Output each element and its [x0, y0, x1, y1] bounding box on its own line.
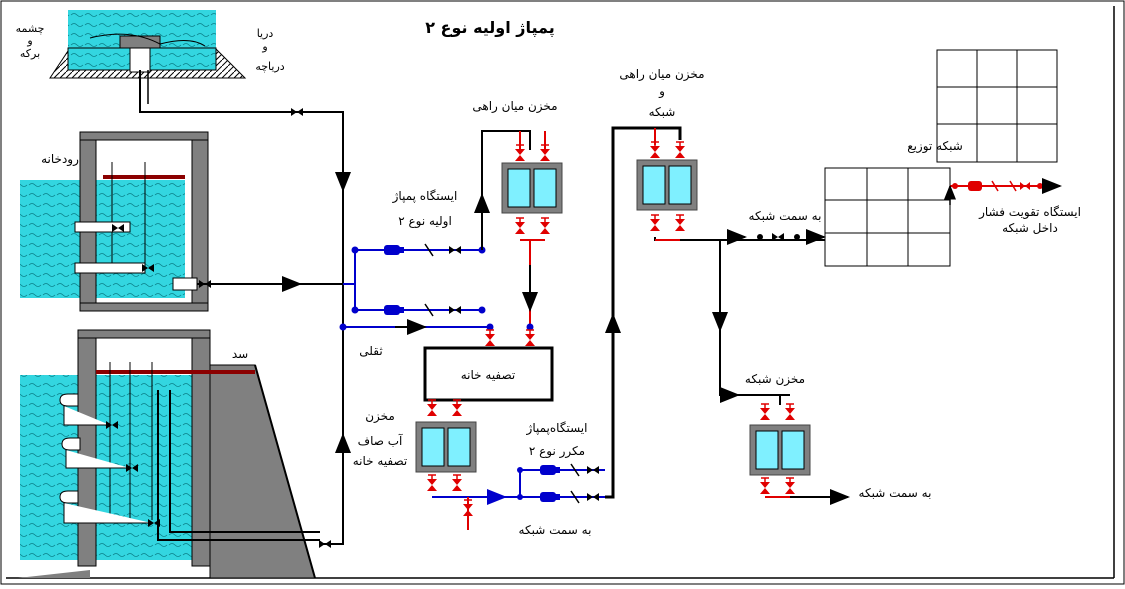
label-treatment-plant: تصفیه خانه: [461, 368, 516, 382]
clear-water-in-valve-a-icon: [426, 399, 438, 417]
check-valve-2-icon: [424, 303, 434, 317]
label-gravity: ثقلی: [359, 344, 382, 358]
spring-pipe: [139, 70, 344, 327]
mid-res-2-in-valve-b-icon: [674, 141, 686, 159]
primary-valve-2-icon: [449, 306, 461, 314]
label-sea: دریا: [257, 27, 274, 40]
label-river: رودخانه: [41, 152, 79, 167]
primary-valve-1-icon: [449, 246, 461, 254]
mid-res-1-out-valve-a-icon: [514, 217, 526, 235]
dam-intake: [18, 329, 320, 579]
network-reservoir-tank: [749, 424, 811, 476]
label-mid-reservoir-2a: مخزن میان راهی: [619, 67, 704, 82]
pump-manifold-primary: [343, 249, 482, 311]
treatment-plant-box: [423, 346, 554, 402]
label-station-repeat-2: مکرر نوع ۲: [529, 444, 585, 459]
label-booster-1: ایستگاه تقویت فشار: [978, 205, 1081, 220]
mid-res-1-out-valve-b-icon: [539, 217, 551, 235]
label-to-network-2: به سمت شبکه: [519, 523, 592, 537]
label-pond: برکه: [20, 47, 40, 60]
net-res-in-valve-b-icon: [784, 403, 796, 421]
repeat-pump-2-icon: [540, 492, 560, 502]
label-distribution-network: شبکه توزیع: [907, 139, 963, 154]
label-dam: سد: [232, 347, 248, 361]
river-intake: [20, 131, 209, 312]
treatment-inlet-valve-b-icon: [484, 329, 496, 347]
to-network-2-valve-icon: [462, 499, 474, 517]
label-spring: چشمه: [16, 22, 45, 35]
clear-water-out-valve-b-icon: [451, 474, 463, 492]
check-valve-1-icon: [424, 243, 434, 257]
mid-res-2-in-valve-a-icon: [649, 141, 661, 159]
label-station-repeat-1: ایستگاه‌پمپاژ: [526, 421, 588, 436]
clear-water-tank: [415, 421, 477, 473]
primary-pump-1-icon: [384, 245, 404, 255]
distribution-grid-upper: [936, 49, 1058, 163]
riser-to-mid-reservoir: [481, 130, 531, 250]
repeat-pump-1-icon: [540, 465, 560, 475]
net-res-in-valve-a-icon: [759, 403, 771, 421]
label-station-primary-1: ایستگاه پمپاژ: [392, 189, 458, 204]
primary-pump-2-icon: [384, 305, 404, 315]
mid-res-2-out-valve-b-icon: [674, 214, 686, 232]
pump-manifold-repeat: [510, 469, 605, 498]
label-sea-and: و: [261, 40, 267, 53]
mid-res-2-out-valve-a-icon: [649, 214, 661, 232]
clear-water-in-valve-b-icon: [451, 399, 463, 417]
label-station-primary-2: اولیه نوع ۲: [398, 214, 452, 229]
label-to-network-1: به سمت شبکه: [749, 209, 822, 223]
mid-res-1-outlet: [520, 239, 545, 327]
spring-valve-icon: [291, 108, 303, 116]
label-clear-water-1: مخزن: [365, 409, 395, 424]
repeat-riser: [605, 126, 682, 499]
label-clear-water-3: تصفیه خانه: [353, 454, 408, 468]
spring-source: [49, 10, 247, 79]
mid-res-1-in-valve-a-icon: [514, 144, 526, 162]
label-booster-2: داخل شبکه: [1002, 221, 1058, 235]
dam-pipe: [320, 327, 344, 545]
label-mid-reservoir-2b: و: [658, 84, 665, 99]
label-clear-water-2: آب صاف: [358, 433, 403, 448]
net-res-out-valve-b-icon: [784, 477, 796, 495]
treatment-inlet-valve-a-icon: [524, 329, 536, 347]
clear-water-out-valve-a-icon: [426, 474, 438, 492]
mid-res-1-in-valve-b-icon: [539, 144, 551, 162]
repeat-valve-1-icon: [587, 466, 599, 474]
label-mid-reservoir-2c: شبکه: [649, 105, 676, 119]
label-spring-and: و: [26, 34, 32, 47]
mid-reservoir-2-tank: [636, 159, 698, 211]
label-to-network-3: به سمت شبکه: [859, 486, 932, 500]
repeat-valve-2-icon: [587, 493, 599, 501]
distribution-grid-lower: [824, 167, 951, 267]
label-lake: دریاچه: [255, 60, 284, 73]
diagram-title: پمپاژ اولیه نوع ۲: [425, 18, 555, 38]
label-mid-reservoir-1: مخزن میان راهی: [472, 99, 557, 114]
label-network-reservoir: مخزن شبکه: [745, 372, 805, 387]
mid-reservoir-1-tank: [501, 162, 563, 214]
net-res-out-valve-a-icon: [759, 477, 771, 495]
